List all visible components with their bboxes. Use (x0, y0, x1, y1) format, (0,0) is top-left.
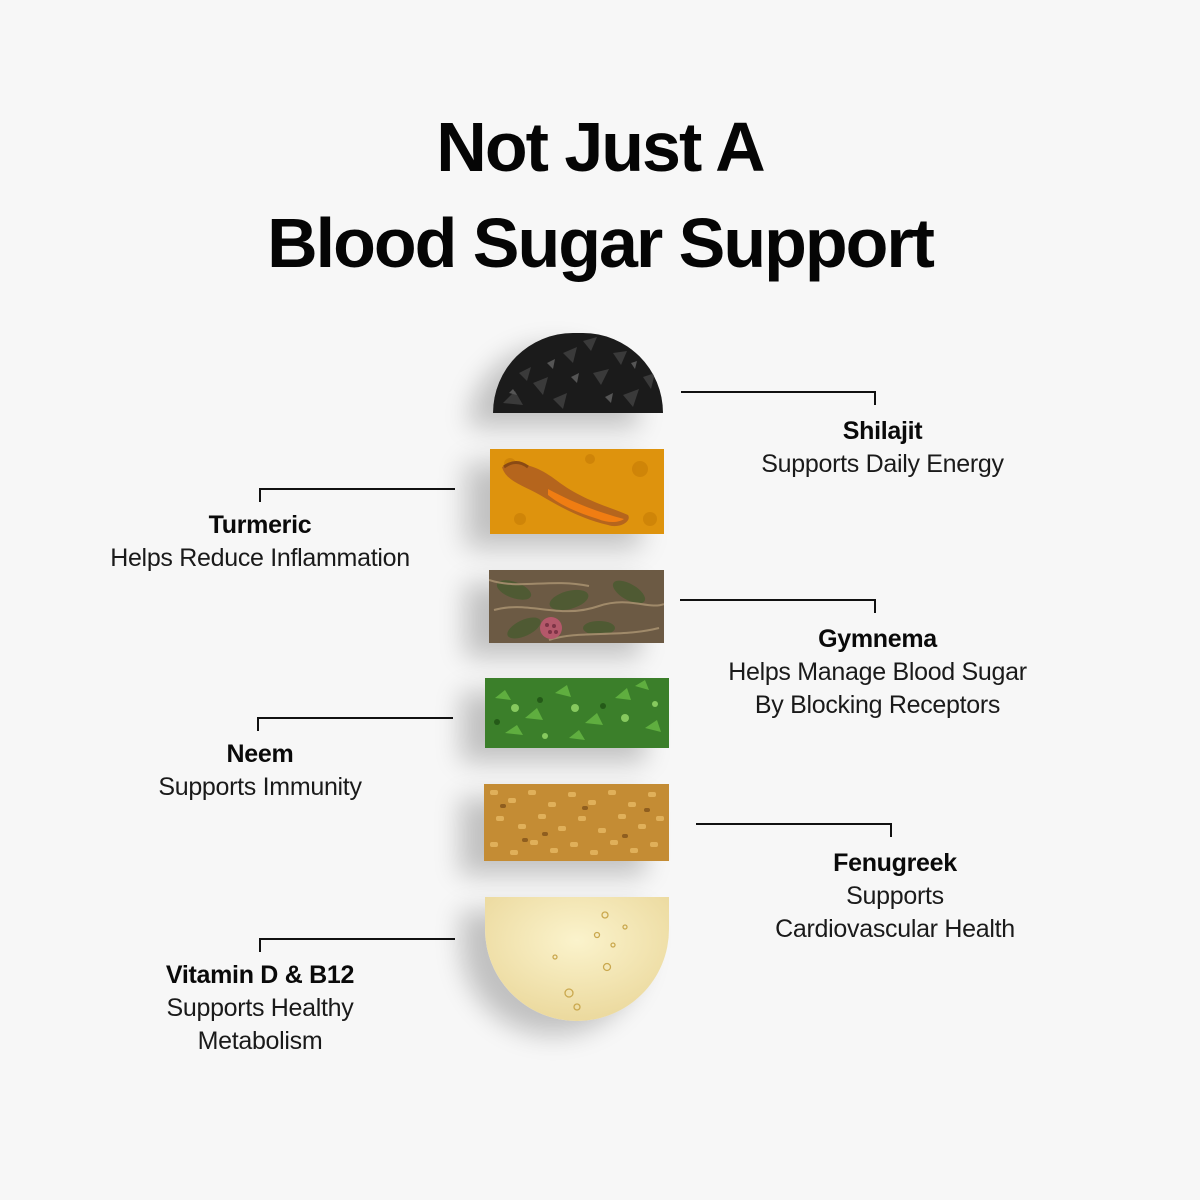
gymnema-image (489, 570, 664, 643)
fenugreek-label: Fenugreek Supports Cardiovascular Health (745, 846, 1045, 946)
ingredient-desc-line-2: Metabolism (197, 1027, 323, 1055)
ingredient-desc: Supports Healthy (166, 994, 354, 1022)
ingredient-name: Neem (226, 740, 294, 768)
vitamin-connector (259, 938, 455, 940)
turmeric-connector-tick (259, 488, 261, 502)
turmeric-connector (259, 488, 455, 490)
vitamin-oil-image (485, 897, 669, 1021)
ingredient-desc: Helps Reduce Inflammation (110, 544, 410, 572)
page-title: Not Just A Blood Sugar Support (0, 99, 1200, 291)
fenugreek-image (484, 784, 669, 861)
ingredient-desc: Supports Daily Energy (761, 450, 1004, 478)
ingredient-name: Turmeric (208, 511, 312, 539)
vitamin-connector-tick (259, 938, 261, 952)
shilajit-image (493, 333, 663, 413)
title-line-2: Blood Sugar Support (267, 203, 935, 282)
gymnema-label: Gymnema Helps Manage Blood Sugar By Bloc… (700, 622, 1055, 722)
neem-connector (257, 717, 453, 719)
fenugreek-connector (696, 823, 892, 825)
turmeric-label: Turmeric Helps Reduce Inflammation (80, 508, 440, 575)
ingredient-name: Gymnema (818, 625, 937, 653)
title-line-1: Not Just A (436, 107, 765, 186)
ingredient-desc: Helps Manage Blood Sugar (728, 658, 1027, 686)
ingredient-desc: Supports Immunity (158, 773, 362, 801)
neem-label: Neem Supports Immunity (120, 737, 400, 804)
neem-image (485, 678, 669, 748)
shilajit-connector (681, 391, 876, 393)
ingredient-desc: Supports (846, 882, 944, 910)
ingredient-name: Vitamin D & B12 (165, 961, 355, 989)
ingredient-desc-line-2: By Blocking Receptors (754, 691, 1001, 719)
shilajit-connector-tick (874, 391, 876, 405)
fenugreek-connector-tick (890, 823, 892, 837)
gymnema-connector (680, 599, 876, 601)
shilajit-label: Shilajit Supports Daily Energy (730, 414, 1035, 481)
ingredient-name: Fenugreek (833, 849, 957, 877)
neem-connector-tick (257, 717, 259, 731)
gymnema-connector-tick (874, 599, 876, 613)
vitamin-label: Vitamin D & B12 Supports Healthy Metabol… (120, 958, 400, 1058)
ingredient-name: Shilajit (842, 417, 923, 445)
ingredient-desc-line-2: Cardiovascular Health (775, 915, 1015, 943)
turmeric-image (490, 449, 664, 534)
